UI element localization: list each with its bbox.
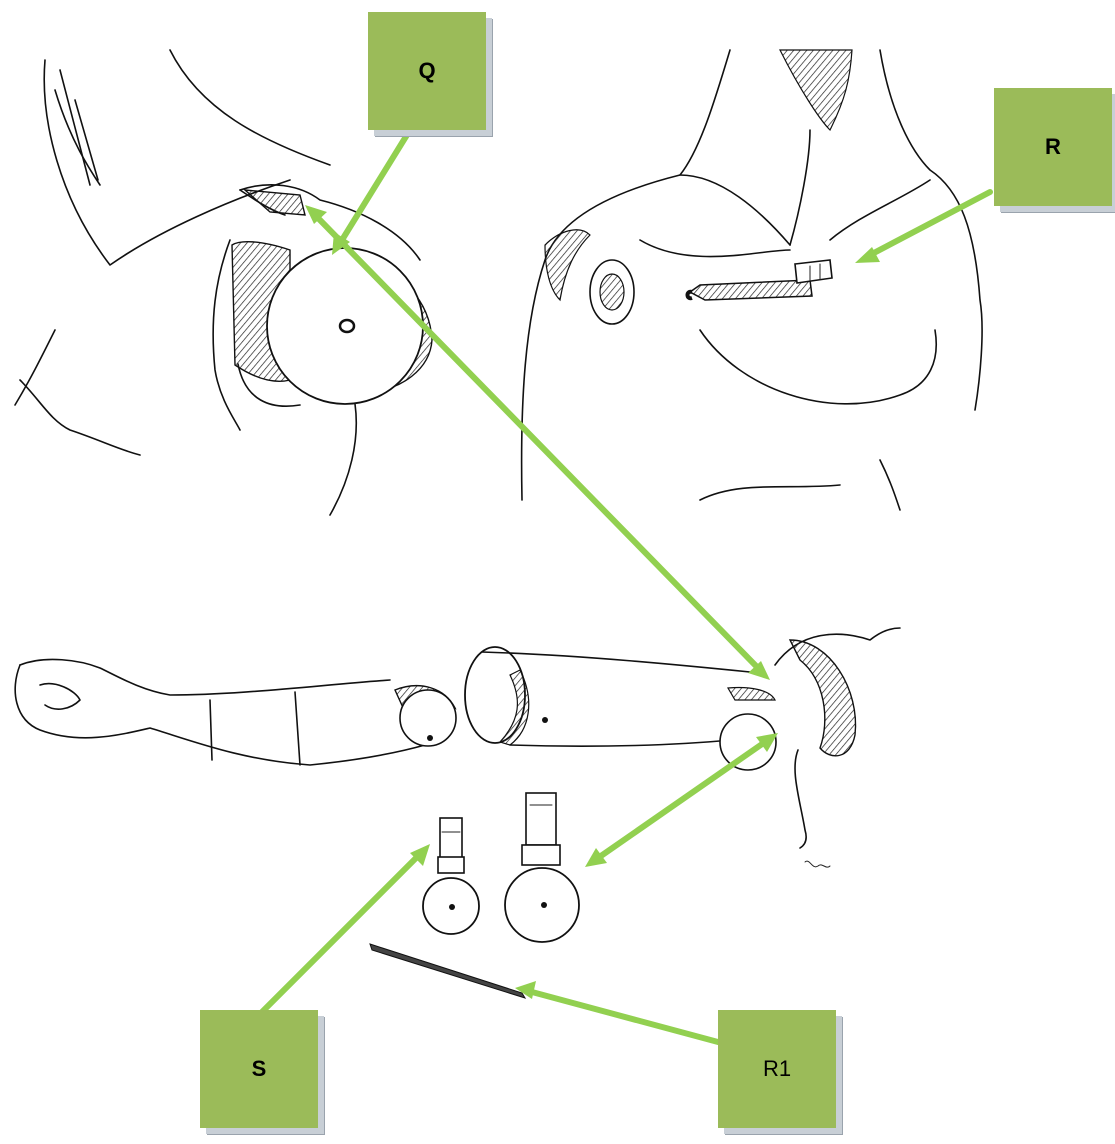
arrow-pin-link [598,742,765,858]
rod-r1 [370,944,525,998]
label-q-text: Q [418,58,435,84]
label-r1: R1 [718,1010,836,1128]
torso-drawing [522,50,982,510]
label-s: S [200,1010,318,1128]
slot-rod [690,280,812,300]
label-r-text: R [1045,134,1061,160]
label-q: Q [368,12,486,130]
disc-hole [340,320,354,332]
arrow-q [342,130,410,240]
label-s-text: S [252,1056,267,1082]
pins-drawing [370,793,579,998]
arrow-s [262,856,418,1012]
arrow-r1 [532,992,718,1042]
label-r: R [994,88,1112,206]
label-r1-text: R1 [763,1056,791,1082]
